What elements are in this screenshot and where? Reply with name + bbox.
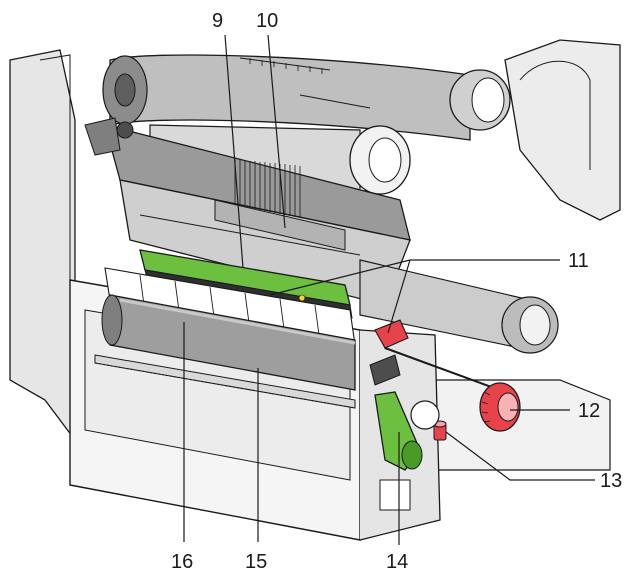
callout-14: 14 bbox=[386, 551, 408, 573]
ribbon-supply-roll bbox=[102, 54, 511, 141]
adjustment-knob bbox=[479, 382, 521, 432]
locking-slider bbox=[369, 319, 506, 393]
callout-9: 9 bbox=[212, 10, 223, 32]
printhead-lever bbox=[374, 391, 440, 471]
callout-12: 12 bbox=[578, 400, 600, 422]
print-roller bbox=[101, 294, 356, 391]
leader-10 bbox=[267, 34, 286, 229]
callout-10: 10 bbox=[256, 10, 278, 32]
leader-9 bbox=[224, 34, 244, 269]
callout-13: 13 bbox=[600, 470, 622, 492]
printer-housing bbox=[9, 39, 621, 471]
rear-roller bbox=[359, 259, 559, 354]
leader-13 bbox=[445, 431, 595, 481]
callout-labels: 9 10 11 12 13 14 15 16 bbox=[171, 10, 622, 573]
tear-off-edge bbox=[94, 354, 356, 409]
callout-15: 15 bbox=[245, 551, 267, 573]
leader-lines bbox=[183, 34, 595, 545]
callout-16: 16 bbox=[171, 551, 193, 573]
callout-11: 11 bbox=[568, 250, 589, 272]
leader-11b bbox=[387, 259, 411, 334]
